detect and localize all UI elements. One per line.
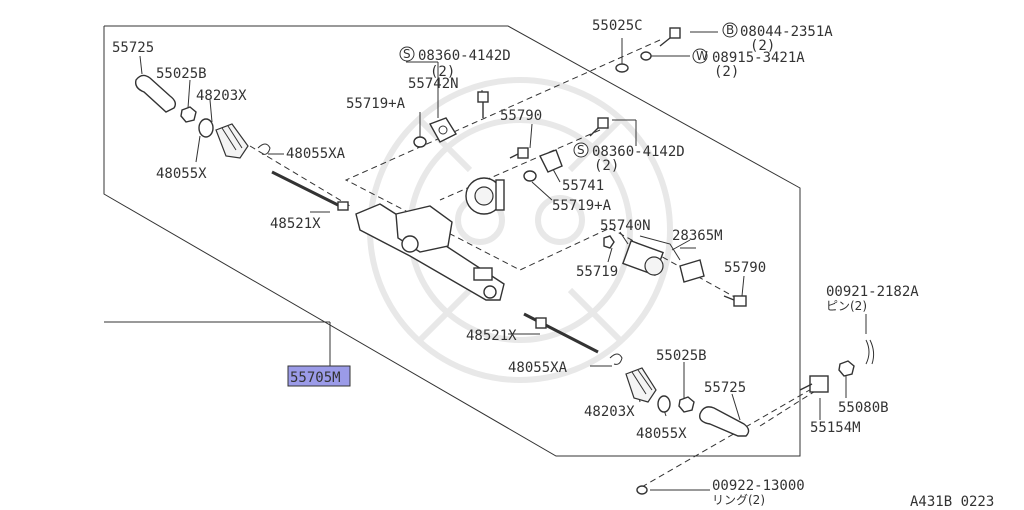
gasket-55741 — [539, 149, 563, 173]
badge-w-text: W — [696, 49, 708, 63]
label-48055xa-top[interactable]: 48055XA — [286, 146, 346, 162]
assembly-boundary — [103, 25, 801, 457]
label-55742n[interactable]: 55742N — [408, 76, 459, 92]
tie-rod-end-bottom — [699, 406, 750, 437]
clamp-bottom — [657, 395, 671, 413]
label-55025b-bottom[interactable]: 55025B — [656, 348, 707, 364]
clamp-top — [198, 118, 214, 138]
label-48521x-top[interactable]: 48521X — [270, 216, 321, 232]
label-48055xa-bottom[interactable]: 48055XA — [508, 360, 568, 376]
badge-s-mid — [573, 142, 589, 158]
badge-s-top — [399, 46, 415, 62]
label-48055x-bottom[interactable]: 48055X — [636, 426, 687, 442]
label-55080b[interactable]: 55080B — [838, 400, 889, 416]
cotter-pin-00921 — [865, 339, 875, 365]
bolt-08360-mid — [589, 117, 609, 137]
label-08360-mid-qty: (2) — [594, 158, 619, 174]
label-08044-qty: (2) — [750, 38, 775, 54]
badge-b — [722, 22, 738, 38]
label-00922[interactable]: 00922-13000 — [712, 478, 805, 494]
label-55725-bottom[interactable]: 55725 — [704, 380, 746, 396]
label-00921-sub: ピン(2) — [826, 299, 867, 313]
bolt-08044 — [659, 27, 681, 47]
label-00921[interactable]: 00921-2182A — [826, 284, 919, 300]
label-48055x-top[interactable]: 48055X — [156, 166, 207, 182]
clip-top — [257, 143, 271, 155]
washer-55025c — [615, 63, 629, 73]
label-48203x-top[interactable]: 48203X — [196, 88, 247, 104]
badge-b-text: B — [726, 23, 734, 37]
label-00922-sub: リング(2) — [712, 493, 765, 507]
label-55790-top[interactable]: 55790 — [500, 108, 542, 124]
bolt-08360-top — [477, 91, 489, 118]
tie-rod-end-top — [134, 74, 177, 113]
badge-w — [692, 48, 708, 64]
boot-bottom — [625, 367, 657, 403]
label-55719a-mid[interactable]: 55719+A — [552, 198, 612, 214]
badge-s-top-text: S — [403, 47, 411, 61]
footer-code: A431B 0223 — [910, 494, 994, 510]
label-55740n[interactable]: 55740N — [600, 218, 651, 234]
nut-top — [180, 106, 197, 123]
gasket-55742n — [428, 117, 458, 143]
label-55741[interactable]: 55741 — [562, 178, 604, 194]
clip-bottom — [609, 353, 623, 365]
bracket-28365m — [679, 247, 705, 283]
boot-top — [215, 123, 249, 159]
actuator-55740n — [622, 235, 681, 276]
label-55790-right[interactable]: 55790 — [724, 260, 766, 276]
part-labels: 55725 55025B 48203X 48055X 48055XA 48521… — [112, 18, 994, 510]
label-08360-top[interactable]: 08360-4142D — [418, 48, 511, 64]
washer-55719a-top — [413, 136, 427, 148]
label-28365m[interactable]: 28365M — [672, 228, 723, 244]
label-48521x-bottom[interactable]: 48521X — [466, 328, 517, 344]
bolt-55790-top — [509, 147, 529, 159]
label-55725-top[interactable]: 55725 — [112, 40, 154, 56]
label-08915[interactable]: 08915-3421A — [712, 50, 805, 66]
joint-55154m — [799, 375, 829, 393]
steering-rack-body — [355, 203, 505, 301]
label-55154m[interactable]: 55154M — [810, 420, 861, 436]
label-08360-top-qty: (2) — [430, 64, 455, 80]
label-55025c[interactable]: 55025C — [592, 18, 643, 34]
nut-bottom — [678, 396, 695, 413]
label-55719[interactable]: 55719 — [576, 264, 618, 280]
highlight-55705m[interactable] — [287, 365, 351, 387]
ring-00922 — [636, 485, 648, 495]
label-08044[interactable]: 08044-2351A — [740, 24, 833, 40]
nut-55080b — [838, 360, 855, 377]
label-55705m[interactable]: 55705M — [290, 370, 341, 386]
valve-body — [465, 177, 505, 215]
watermark-emblem — [367, 77, 673, 383]
label-55719a-top[interactable]: 55719+A — [346, 96, 406, 112]
inner-tie-rod-bottom — [523, 312, 599, 354]
washer-55719a-mid — [523, 170, 537, 182]
label-55025b-top[interactable]: 55025B — [156, 66, 207, 82]
badge-s-mid-text: S — [577, 143, 585, 157]
label-48203x-bottom[interactable]: 48203X — [584, 404, 635, 420]
washer-55719 — [603, 235, 615, 249]
bolt-55790-right — [723, 295, 747, 307]
label-08360-mid[interactable]: 08360-4142D — [592, 144, 685, 160]
label-08915-qty: (2) — [714, 64, 739, 80]
washer-08915 — [640, 51, 652, 61]
inner-tie-rod-top — [271, 170, 349, 211]
